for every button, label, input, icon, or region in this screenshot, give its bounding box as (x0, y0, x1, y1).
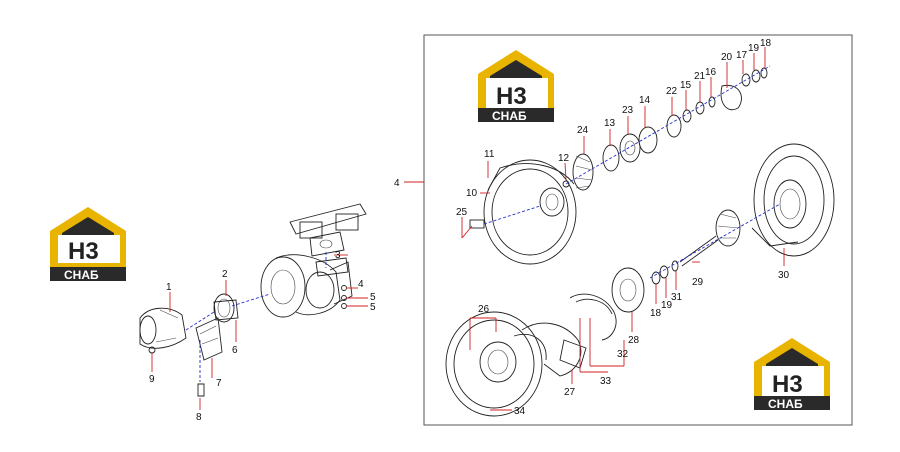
brand-logo: H3 СНАБ (50, 207, 126, 282)
svg-text:H3: H3 (772, 371, 803, 398)
callout-4: 4 (358, 279, 364, 290)
callout-14: 14 (639, 95, 651, 106)
callout-21: 21 (694, 71, 706, 82)
callout-29: 29 (692, 277, 704, 288)
callout-18-lower: 18 (650, 308, 662, 319)
callout-6: 6 (232, 345, 238, 356)
callout-22: 22 (666, 86, 678, 97)
detail-assembly (445, 47, 835, 417)
callout-13: 13 (604, 118, 616, 129)
callout-19: 19 (748, 43, 760, 54)
callout-31: 31 (671, 292, 683, 303)
callout-17: 17 (736, 50, 748, 61)
callout-33: 33 (600, 376, 612, 387)
callout-9: 9 (149, 374, 155, 385)
callout-1: 1 (166, 282, 172, 293)
brand-logo: H3 СНАБ (478, 50, 554, 123)
callout-5: 5 (370, 302, 376, 313)
callout-18: 18 (760, 38, 772, 49)
callout-26: 26 (478, 304, 490, 315)
callout-23: 23 (622, 105, 634, 116)
callout-19-lower: 19 (661, 300, 673, 311)
callout-30: 30 (778, 270, 790, 281)
callout-10: 10 (466, 188, 478, 199)
callout-2: 2 (222, 269, 228, 280)
callout-32: 32 (617, 349, 629, 360)
callout-8: 8 (196, 412, 202, 423)
brand-logo: H3 СНАБ (754, 338, 830, 411)
callout-16: 16 (705, 67, 717, 78)
svg-text:H3: H3 (496, 83, 527, 110)
callout-25: 25 (456, 207, 468, 218)
callout-15: 15 (680, 80, 692, 91)
callout-20: 20 (721, 52, 733, 63)
callout-11: 11 (484, 149, 495, 160)
callout-12: 12 (558, 153, 570, 164)
callout-34: 34 (514, 406, 526, 417)
callout-24: 24 (577, 125, 589, 136)
callout-28: 28 (628, 335, 640, 346)
svg-text:СНАБ: СНАБ (768, 397, 803, 411)
callout-7: 7 (216, 378, 222, 389)
callout-3: 3 (335, 250, 341, 261)
left-assembly (139, 203, 368, 410)
svg-text:СНАБ: СНАБ (64, 268, 99, 282)
svg-text:H3: H3 (68, 238, 99, 265)
callout-5: 5 (370, 292, 376, 303)
svg-text:СНАБ: СНАБ (492, 109, 527, 123)
callout-27: 27 (564, 387, 576, 398)
callout-4-detail: 4 (394, 178, 400, 189)
detail-frame (423, 34, 853, 426)
